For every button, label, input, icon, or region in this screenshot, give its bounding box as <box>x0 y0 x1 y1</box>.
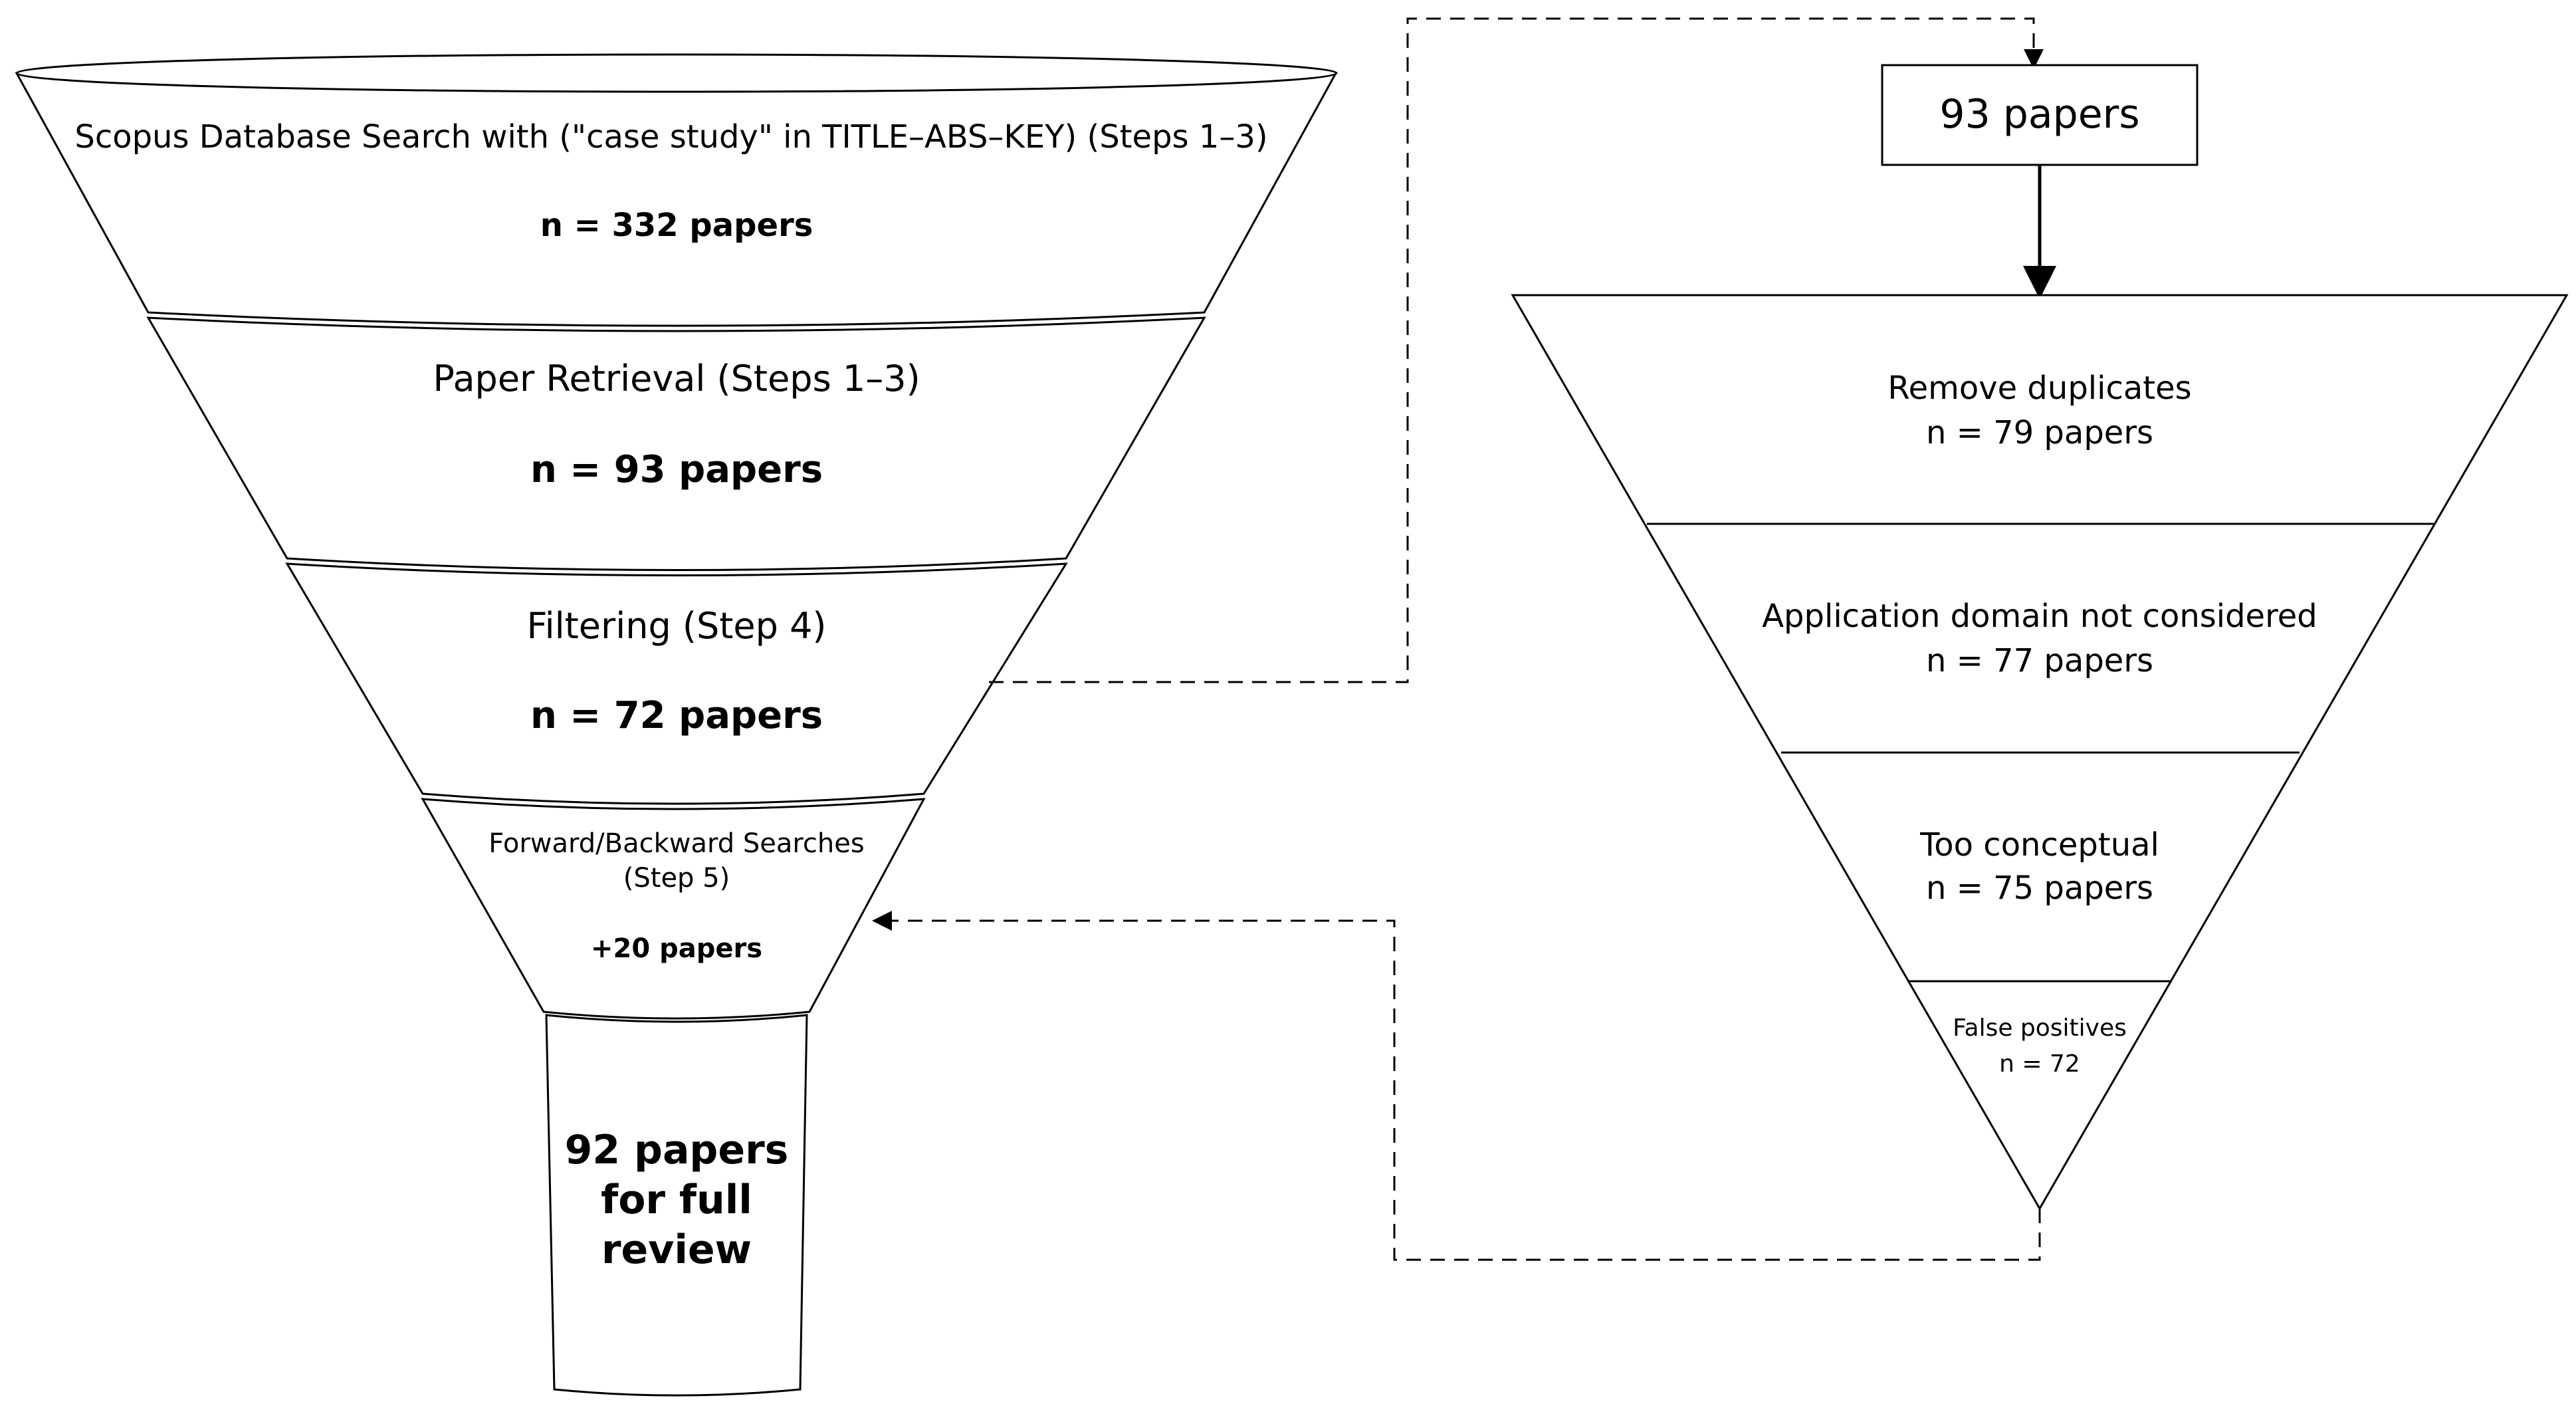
funnel-stage-4 <box>421 798 926 1020</box>
funnel-stage-1 <box>15 72 1338 327</box>
filter-step-3-count: n = 75 papers <box>1926 870 2153 907</box>
input-box-label: 93 papers <box>1939 91 2139 138</box>
filter-step-4-title: False positives <box>1953 1014 2127 1042</box>
filter-step-2-title: Application domain not considered <box>1762 598 2317 635</box>
filter-step-2-count: n = 77 papers <box>1926 642 2153 679</box>
output-line-3: review <box>601 1227 752 1273</box>
connector-to-funnel <box>872 911 2041 1261</box>
stage-2-title: Paper Retrieval (Steps 1–3) <box>433 358 920 400</box>
stage-4-title-line2: (Step 5) <box>623 863 730 893</box>
stage-2-count: n = 93 papers <box>530 448 823 491</box>
filter-triangle: Remove duplicates n = 79 papers Applicat… <box>1511 294 2569 1211</box>
funnel: Scopus Database Search with ("case study… <box>15 53 1338 1397</box>
funnel-stage-2 <box>146 316 1206 571</box>
stage-1-count: n = 332 papers <box>540 207 813 244</box>
funnel-spout <box>545 1014 808 1397</box>
stage-3-count: n = 72 papers <box>530 694 823 737</box>
filter-step-1-count: n = 79 papers <box>1926 414 2153 451</box>
stage-3-title: Filtering (Step 4) <box>526 605 826 647</box>
stage-4-title-line1: Forward/Backward Searches <box>488 828 864 859</box>
filter-step-4-count: n = 72 <box>1999 1050 2080 1078</box>
connector-to-input <box>989 17 2044 683</box>
stage-1-title: Scopus Database Search with ("case study… <box>74 118 1267 156</box>
output-line-2: for full <box>601 1177 752 1223</box>
filter-step-3-title: Too conceptual <box>1919 826 2159 864</box>
filter-step-1-title: Remove duplicates <box>1887 370 2191 407</box>
funnel-rim <box>15 53 1338 93</box>
stage-4-count: +20 papers <box>591 933 762 964</box>
output-line-1: 92 papers <box>565 1127 789 1173</box>
funnel-stage-3 <box>285 562 1068 805</box>
